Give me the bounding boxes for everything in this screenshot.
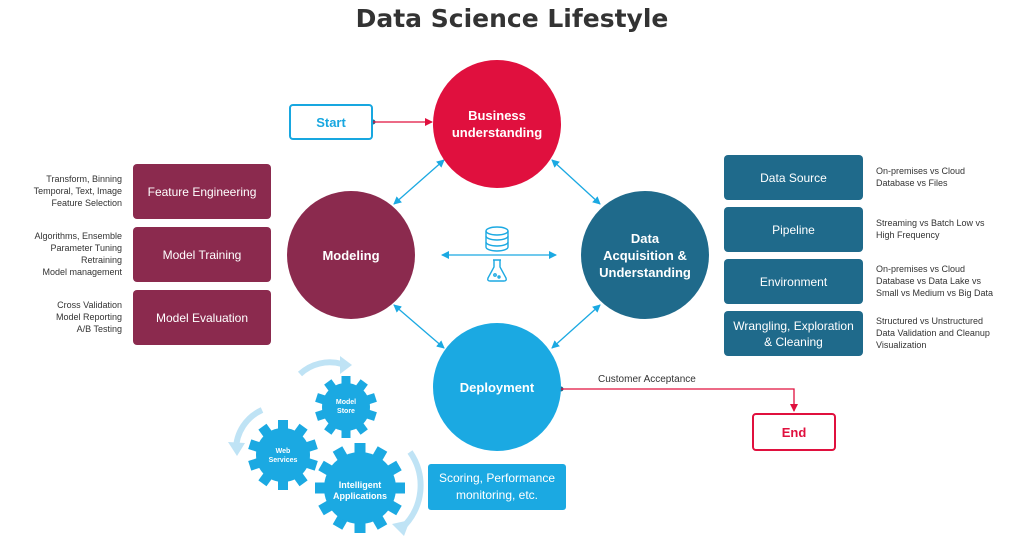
arrow-business-acquisition bbox=[551, 159, 601, 205]
gear-icon bbox=[248, 376, 405, 533]
database-icon bbox=[485, 226, 509, 252]
gear-shape bbox=[315, 443, 405, 533]
arrow-modeling-business bbox=[393, 159, 445, 205]
pipeline-box: Pipeline bbox=[724, 207, 863, 252]
feature-engineering-box: Feature Engineering bbox=[133, 164, 271, 219]
diagram-title: Data Science Lifestyle bbox=[355, 4, 669, 33]
modeling-circle: Modeling bbox=[287, 191, 415, 319]
model-evaluation-box: Model Evaluation bbox=[133, 290, 271, 345]
deployment-circle: Deployment bbox=[433, 323, 561, 451]
model-training-box: Model Training bbox=[133, 227, 271, 282]
wrangling-box: Wrangling, Exploration& Cleaning bbox=[724, 311, 863, 356]
start-node: Start bbox=[289, 104, 373, 140]
data-source-box: Data Source bbox=[724, 155, 863, 200]
arrow-acquisition-deployment bbox=[551, 304, 601, 349]
flask-icon bbox=[487, 259, 507, 282]
customer-acceptance-label: Customer Acceptance bbox=[598, 374, 696, 385]
arrow-modeling-deployment bbox=[393, 304, 445, 349]
end-node: End bbox=[752, 413, 836, 451]
arrow-deployment-end bbox=[561, 388, 798, 412]
gear-shape bbox=[315, 376, 377, 438]
gear-shape bbox=[248, 420, 318, 490]
environment-box: Environment bbox=[724, 259, 863, 304]
